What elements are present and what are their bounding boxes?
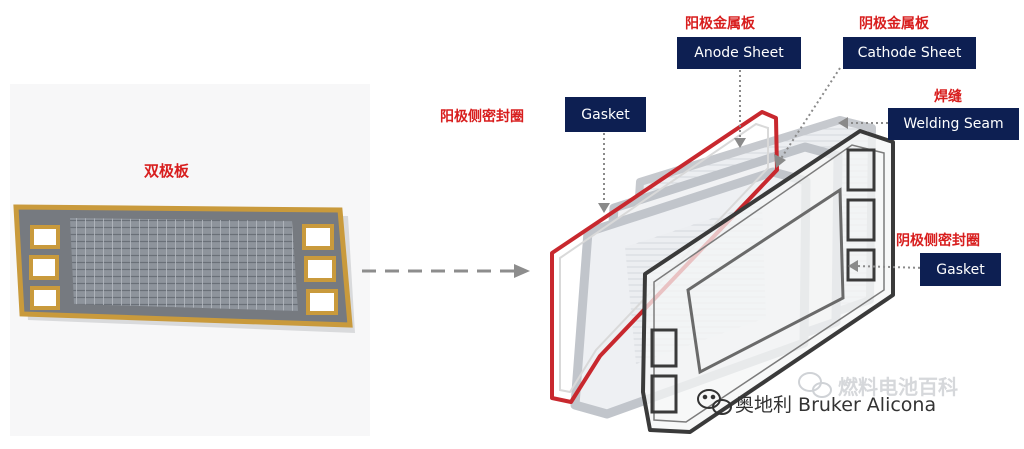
bipolar-plate-label: 双极板: [144, 162, 190, 180]
port-left-2: [29, 255, 59, 280]
welding-seam-callout: Welding Seam: [888, 108, 1019, 140]
port-right-3: [306, 289, 338, 315]
anode-sheet-cn-label: 阳极金属板: [685, 16, 755, 32]
cathode-gasket: [641, 129, 895, 434]
leader-cathode-gasket: [855, 265, 926, 269]
port-left-3: [30, 286, 60, 310]
cathode-sheet-callout: Cathode Sheet: [843, 37, 976, 69]
anode-sheet-callout: Anode Sheet: [677, 37, 801, 69]
port-right-2: [304, 256, 336, 282]
arrowhead-cathode-sheet: [774, 154, 786, 168]
anode-gasket-cn-label: 阳极侧密封圈: [440, 109, 524, 125]
bipolar-plate: [13, 204, 355, 333]
wechat-icon: [697, 389, 732, 415]
arrowhead-anode-gasket: [598, 203, 610, 213]
watermark-text: 奥地利 Bruker Alicona: [735, 394, 937, 416]
anode-gasket-callout: Gasket: [565, 97, 646, 132]
leader-lines: [603, 67, 926, 269]
wechat-icon-faded: [798, 372, 832, 398]
watermark-faded-text: 燃料电池百科: [838, 375, 958, 399]
welding-seam-cn-label: 焊缝: [934, 89, 962, 105]
arrowhead-anode-sheet: [734, 138, 746, 148]
arrowhead-cathode-gasket: [848, 260, 858, 272]
plate-gold-frame: [13, 204, 353, 328]
port-right-1: [302, 224, 334, 250]
flow-field: [70, 218, 298, 311]
arrowhead-welding-seam: [838, 117, 848, 129]
cathode-gasket-callout: Gasket: [920, 253, 1001, 286]
leader-cathode-sheet: [779, 67, 841, 161]
port-left-1: [30, 225, 60, 249]
cathode-gasket-cn-label: 阴极侧密封圈: [896, 233, 980, 249]
dashed-arrow: [362, 264, 530, 278]
cathode-sheet-cn-label: 阴极金属板: [859, 16, 929, 32]
